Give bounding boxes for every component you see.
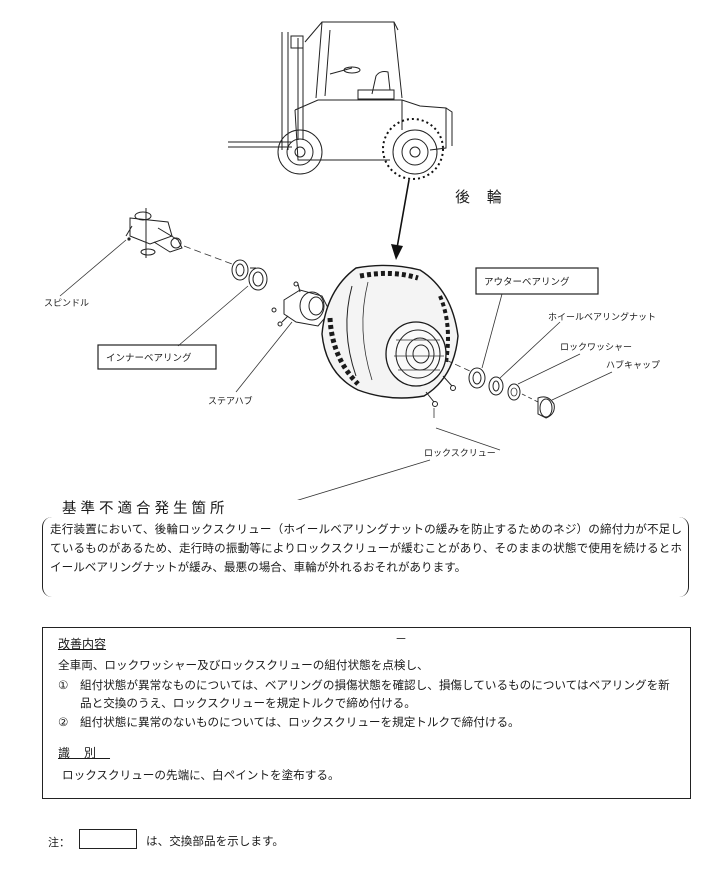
outer-bearing-part — [468, 367, 486, 389]
hub-cap-label: ハブキャップ — [606, 359, 660, 371]
lock-screw-part — [425, 375, 456, 418]
improvement-item-text: 組付状態に異常のないものについては、ロックスクリューを規定トルクで締付ける。 — [80, 715, 520, 729]
lock-washer-part — [507, 383, 521, 401]
tire-wheel-part — [321, 264, 473, 399]
identification-title: 識別 — [58, 746, 111, 760]
issue-description: 走行装置において、後輪ロックスクリュー（ホイールベアリングナットの緩みを防止する… — [50, 522, 682, 574]
identification-text: ロックスクリューの先端に、白ペイントを塗布する。 — [62, 768, 340, 782]
spindle-part — [125, 208, 233, 265]
note-text: は、交換部品を示します。 — [146, 834, 284, 848]
improvement-intro: 全車両、ロックワッシャー及びロックスクリューの組付状態を点検し、 — [58, 658, 429, 672]
improvement-box — [42, 627, 691, 799]
inner-bearing-part — [231, 259, 268, 291]
note-label: 注： — [48, 836, 70, 849]
improvement-item: ② 組付状態に異常のないものについては、ロックスクリューを規定トルクで締付ける。 — [58, 713, 678, 731]
lock-washer-label: ロックワッシャー — [560, 342, 632, 353]
lock-screw-label: ロックスクリュー — [424, 448, 496, 459]
wheel-bearing-nut-part — [488, 376, 504, 396]
improvement-item-number: ① — [58, 678, 69, 692]
wheel-bearing-nut-label: ホイールベアリングナット — [548, 311, 656, 323]
issue-bracket — [42, 517, 689, 597]
rear-wheel-exploded-diagram: 後 輪 スピンドル インナーベアリング ステアハブ — [44, 21, 660, 500]
replacement-part-legend-box — [79, 829, 137, 849]
inner-bearing-label: インナーベアリング — [106, 352, 192, 364]
forklift-illustration — [228, 21, 453, 180]
steer-hub-part — [271, 281, 331, 327]
rear-wheel-label: 後 輪 — [455, 188, 508, 206]
improvement-dash: － — [395, 632, 408, 646]
improvement-item-text: 組付状態が異常なものについては、ベアリングの損傷状態を確認し、損傷しているものに… — [80, 678, 670, 710]
steer-hub-label: ステアハブ — [208, 395, 253, 407]
improvement-title: 改善内容 — [58, 637, 107, 651]
outer-bearing-label: アウターベアリング — [484, 276, 570, 288]
issue-title: 基準不適合発生箇所 — [62, 501, 229, 517]
improvement-item-number: ② — [58, 715, 69, 729]
spindle-label: スピンドル — [44, 298, 89, 309]
hub-cap-part — [521, 393, 555, 419]
improvement-item: ① 組付状態が異常なものについては、ベアリングの損傷状態を確認し、損傷しているもの… — [58, 676, 678, 712]
